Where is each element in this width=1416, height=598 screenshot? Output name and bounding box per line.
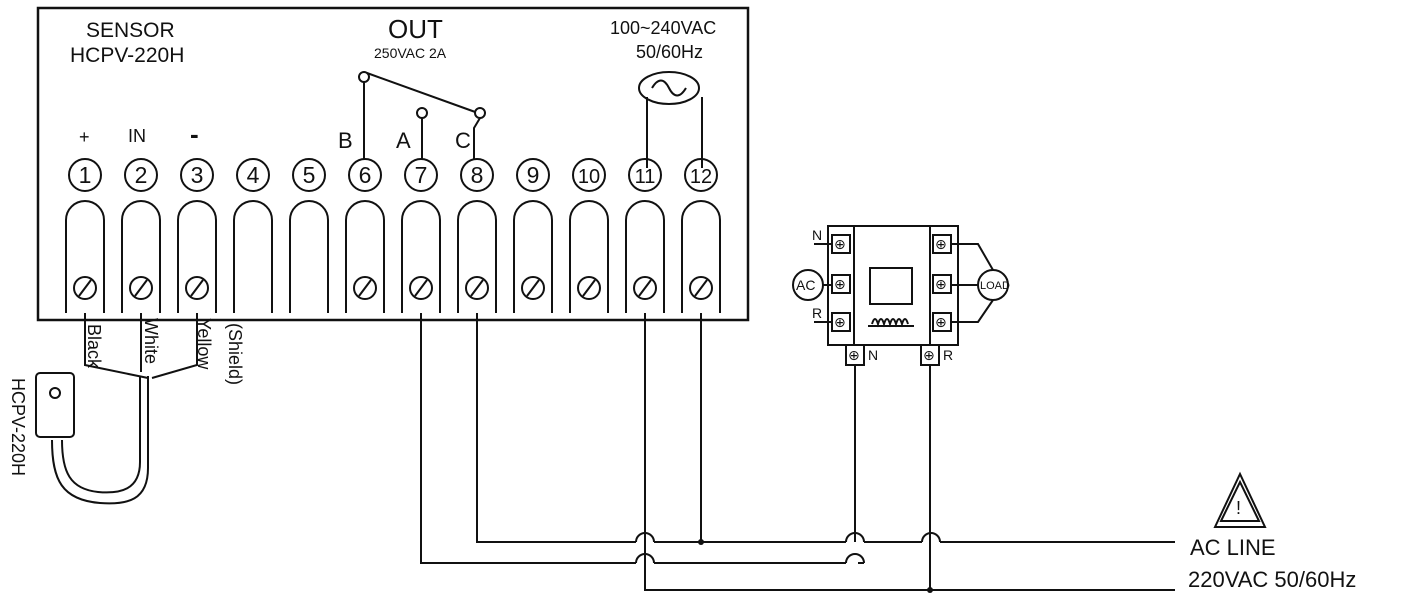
terminal-slot	[401, 200, 441, 313]
terminal-number: 3	[191, 162, 204, 188]
terminal-slot	[233, 200, 273, 313]
ac-source-symbol	[638, 71, 700, 105]
terminal-slot	[289, 200, 329, 313]
power-wiring	[420, 313, 1175, 593]
terminal-slot	[569, 200, 609, 313]
contactor: ⊕ ⊕ ⊕ ⊕ ⊕ ⊕ ⊕ ⊕ N R N R AC LOAD	[792, 225, 1010, 366]
screw-icon	[185, 276, 209, 300]
terminal-number: 9	[527, 162, 540, 188]
terminal-number: 8	[471, 162, 484, 188]
wire-label-black: Black	[84, 324, 104, 369]
terminal-number: 6	[359, 162, 372, 188]
contactor-left-r: R	[812, 305, 822, 321]
terminal-number-circle	[68, 158, 102, 192]
sensor-probe	[35, 372, 75, 438]
relay-letter-a: A	[396, 128, 411, 153]
terminal-number-circle	[516, 158, 550, 192]
terminal-number: 5	[303, 162, 316, 188]
ac-line-spec: 220VAC 50/60Hz	[1188, 567, 1356, 592]
terminal-number-circle	[628, 158, 662, 192]
svg-text:⊕: ⊕	[834, 314, 846, 330]
terminal-number-circle	[236, 158, 270, 192]
ac-wave	[651, 79, 687, 97]
wire-label-white: White	[141, 318, 161, 364]
terminal-number: 2	[135, 162, 148, 188]
screw-icon	[689, 276, 713, 300]
relay-letter-b: B	[338, 128, 353, 153]
terminal-numbers: 1 2 3 4 5 6 7 8 9 10 11 12	[68, 158, 718, 192]
terminal-slot	[177, 200, 217, 313]
controller-body	[36, 6, 750, 322]
terminal-slot	[345, 200, 385, 313]
sensor-header-line2: HCPV-220H	[70, 44, 184, 67]
terminal-number-circle	[180, 158, 214, 192]
warning-glyph: !	[1236, 498, 1241, 518]
screw-icon	[409, 276, 433, 300]
svg-text:⊕: ⊕	[923, 347, 935, 363]
junction-dot	[927, 587, 933, 593]
terminal-number-circle	[292, 158, 326, 192]
svg-text:⊕: ⊕	[848, 347, 860, 363]
svg-text:⊕: ⊕	[834, 236, 846, 252]
screw-icon	[577, 276, 601, 300]
relay-switch	[358, 71, 486, 160]
svg-text:⊕: ⊕	[935, 276, 947, 292]
terminal-number: 4	[247, 162, 260, 188]
warning-icon: !	[1213, 471, 1267, 528]
terminal-number-circle	[460, 158, 494, 192]
relay-letter-c: C	[455, 128, 471, 153]
screw-icon	[633, 276, 657, 300]
terminal-number-circle	[124, 158, 158, 192]
junction-dot	[698, 539, 704, 545]
sensor-symbol-in: IN	[128, 126, 146, 146]
svg-text:⊕: ⊕	[935, 314, 947, 330]
screw-icon	[465, 276, 489, 300]
sensor-symbol-minus: -	[190, 119, 199, 149]
terminal-slot	[625, 200, 665, 313]
terminal-number: 1	[79, 162, 92, 188]
terminal-slot	[681, 200, 721, 313]
probe-label: HCPV-220H	[8, 378, 28, 476]
contactor-bottom-r: R	[943, 347, 953, 363]
terminal-number: 12	[690, 166, 712, 188]
sensor-symbol-plus: +	[79, 127, 90, 147]
power-frequency: 50/60Hz	[636, 42, 703, 62]
terminal-slot	[65, 200, 105, 313]
contactor-load-label: LOAD	[980, 280, 1010, 292]
screw-icon	[521, 276, 545, 300]
terminal-number-circle	[572, 158, 606, 192]
terminal-number-circle	[348, 158, 382, 192]
terminal-slot	[121, 200, 161, 313]
svg-text:⊕: ⊕	[834, 276, 846, 292]
contactor-ac-label: AC	[796, 277, 815, 293]
power-voltage: 100~240VAC	[610, 18, 716, 38]
ac-line-label: AC LINE	[1190, 535, 1276, 560]
terminal-number: 10	[578, 166, 600, 188]
coil-icon	[871, 318, 909, 328]
terminal-number: 7	[415, 162, 428, 188]
contactor-bottom-n: N	[868, 347, 878, 363]
screw-icon	[129, 276, 153, 300]
screw-icon	[353, 276, 377, 300]
out-title: OUT	[388, 14, 443, 44]
sensor-header-line1: SENSOR	[86, 19, 175, 42]
wire-label-shield: (Shield)	[225, 323, 245, 385]
terminal-slot	[457, 200, 497, 313]
terminal-number-circle	[684, 158, 718, 192]
terminal-block	[65, 200, 721, 313]
terminal-slot	[513, 200, 553, 313]
screw-icon	[73, 276, 97, 300]
probe-hole	[49, 387, 61, 399]
terminal-number-circle	[404, 158, 438, 192]
contactor-left-n: N	[812, 227, 822, 243]
out-rating: 250VAC 2A	[374, 45, 447, 61]
svg-text:⊕: ⊕	[935, 236, 947, 252]
sensor-wires	[51, 313, 198, 505]
wire-label-yellow: Yellow	[194, 318, 214, 370]
terminal-number: 11	[635, 166, 656, 188]
